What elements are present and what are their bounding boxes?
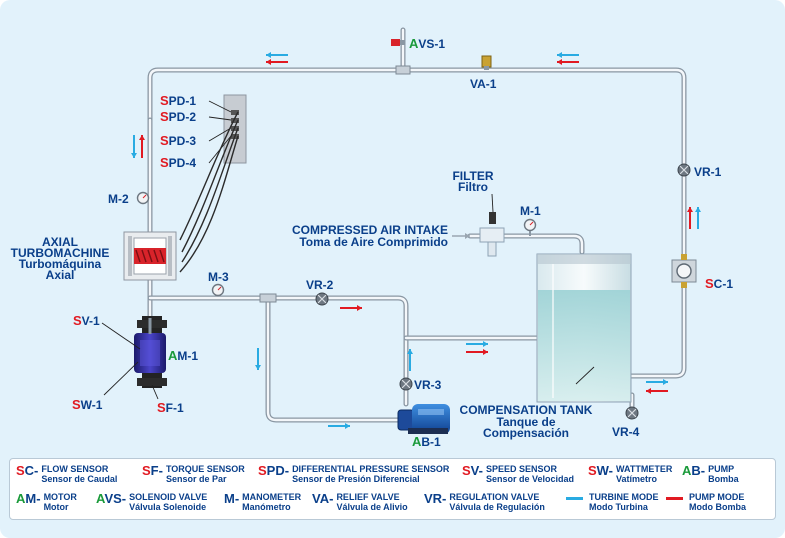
- label-spd3: SPD-3: [160, 133, 196, 148]
- arrow-pump-mode: [646, 388, 668, 394]
- label-filter-es: Filtro: [458, 180, 488, 194]
- spd-sensor-panel: [223, 94, 247, 164]
- label-axial-line2: TURBOMACHINE: [11, 246, 110, 260]
- arrow-pump-mode: [266, 59, 288, 65]
- arrow-air-intake: [452, 233, 470, 239]
- sensor-leader-lines: [101, 322, 159, 400]
- label-axial-es1: Turbomáquina: [19, 257, 102, 271]
- label-sf1: SF-1: [157, 400, 184, 415]
- label-vr4: VR-4: [612, 425, 640, 439]
- pipe-network: [147, 27, 687, 423]
- label-vr1: VR-1: [694, 165, 722, 179]
- label-tank: COMPENSATION TANK: [460, 403, 593, 417]
- label-sc1: SC-1: [705, 276, 733, 291]
- regulation-valve-vr3[interactable]: [399, 377, 413, 391]
- label-m3: M-3: [208, 270, 229, 284]
- label-axial-es2: Axial: [46, 268, 75, 282]
- label-ab1: AB-1: [412, 434, 441, 449]
- label-filter: FILTER: [452, 169, 493, 183]
- regulation-valve-vr4[interactable]: [625, 406, 639, 420]
- label-am1: AM-1: [168, 348, 198, 363]
- label-air-intake: COMPRESSED AIR INTAKE: [292, 223, 448, 237]
- label-avs1: AVS-1: [409, 36, 445, 51]
- tee-junction-top: [395, 65, 411, 75]
- label-sv1: SV-1: [73, 313, 100, 328]
- arrow-turbine-mode: [255, 348, 261, 370]
- arrow-turbine-mode: [266, 52, 288, 58]
- regulation-valve-vr2[interactable]: [315, 292, 329, 306]
- arrow-pump-mode: [340, 305, 362, 311]
- arrow-pump-mode: [139, 135, 145, 158]
- arrow-pump-mode: [466, 349, 488, 355]
- arrow-turbine-mode: [407, 349, 413, 371]
- pump-mode-swatch: [666, 497, 683, 500]
- pump-ab1[interactable]: [397, 404, 450, 434]
- turbine-mode-swatch: [566, 497, 583, 500]
- label-m2: M-2: [108, 192, 129, 206]
- label-va1: VA-1: [470, 77, 497, 91]
- label-axial-line1: AXIAL: [42, 235, 78, 249]
- label-spd1: SPD-1: [160, 93, 196, 108]
- spd-tubes: [179, 111, 239, 273]
- regulation-valve-vr1[interactable]: [677, 163, 691, 177]
- arrow-turbine-mode: [695, 207, 701, 229]
- arrow-turbine-mode: [557, 52, 579, 58]
- manometer-m2[interactable]: [136, 191, 150, 205]
- tee-junction-mid: [259, 293, 277, 303]
- label-air-intake-es: Toma de Aire Comprimido: [299, 235, 448, 249]
- label-m1: M-1: [520, 204, 541, 218]
- arrow-pump-mode: [687, 207, 693, 229]
- label-tank-es1: Tanque de: [496, 415, 555, 429]
- arrow-pump-mode: [557, 59, 579, 65]
- arrow-turbine-mode: [466, 341, 488, 347]
- flow-sensor-sc1[interactable]: [671, 254, 697, 288]
- manometer-m1[interactable]: [523, 218, 537, 237]
- label-sw1: SW-1: [72, 397, 103, 412]
- motor-am1[interactable]: [134, 316, 167, 388]
- manometer-m3[interactable]: [211, 283, 225, 297]
- label-spd4: SPD-4: [160, 155, 196, 170]
- solenoid-valve-avs1[interactable]: [391, 39, 405, 46]
- flow-arrows: [131, 52, 701, 429]
- arrow-turbine-mode: [646, 379, 668, 385]
- air-filter[interactable]: [479, 193, 505, 257]
- arrow-turbine-mode: [328, 423, 350, 429]
- axial-turbomachine[interactable]: [123, 231, 177, 281]
- label-spd2: SPD-2: [160, 109, 196, 124]
- compensation-tank[interactable]: [536, 253, 632, 403]
- label-vr2: VR-2: [306, 278, 334, 292]
- relief-valve-va1[interactable]: [481, 55, 492, 70]
- label-tank-es2: Compensación: [483, 426, 569, 440]
- label-vr3: VR-3: [414, 378, 442, 392]
- arrow-turbine-mode: [131, 135, 137, 158]
